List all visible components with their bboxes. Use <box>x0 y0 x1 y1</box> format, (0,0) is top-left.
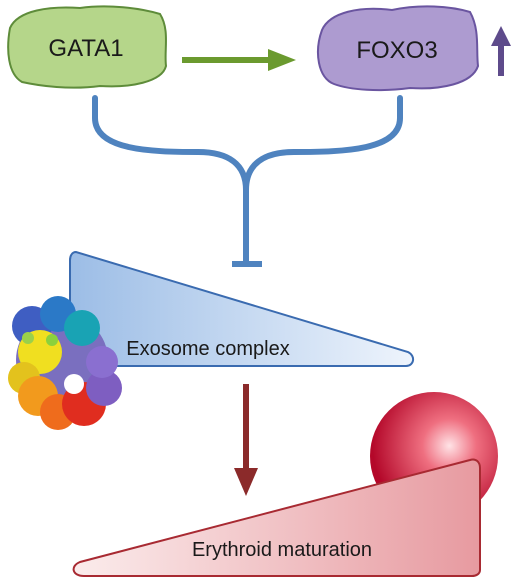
foxo3-label: FOXO3 <box>356 37 437 64</box>
downstream-arrow <box>234 384 258 496</box>
foxo3-blob <box>317 5 480 92</box>
gata1-label: GATA1 <box>48 35 123 62</box>
erythroid-maturation-bar: Erythroid maturation <box>72 458 481 577</box>
protein-structure-icon <box>8 296 122 430</box>
foxo3-node: FOXO3 <box>317 5 480 92</box>
exosome-complex-bar: Exosome complex <box>69 250 414 367</box>
up-arrow-icon <box>491 26 511 76</box>
erythroid-wedge <box>72 458 481 577</box>
inhibition-connector <box>92 95 403 267</box>
activation-arrow <box>182 49 296 71</box>
exosome-label: Exosome complex <box>126 338 289 360</box>
gata1-node: GATA1 <box>7 5 168 89</box>
gata1-blob <box>7 5 168 89</box>
erythroid-label: Erythroid maturation <box>192 539 372 561</box>
